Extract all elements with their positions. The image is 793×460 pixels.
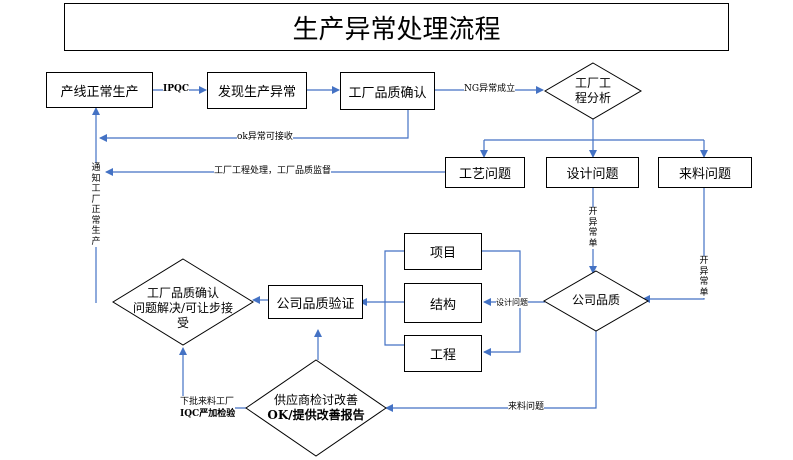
label-open-abnormal-1: 开异常单 [588,207,598,249]
label-ng: NG异常成立 [464,84,516,95]
company-quality-text: 公司品质 [571,293,620,307]
node-company-verify: 公司品质验证 [268,285,363,319]
label-process-handle: 工厂工程处理，工厂品质监督 [214,166,332,177]
label-open-abnormal-2: 开异常单 [699,256,709,298]
company-quality-diamond [542,270,650,332]
node-factory-confirm: 工厂品质确认 [340,72,435,110]
confirm2-text: 工厂品质确认 问题解决/可让步接 受 [132,286,234,330]
supplier-text: 供应商检讨改善 OK/提供改善报告 [267,393,365,422]
label-ok: ok异常可接收 [237,132,293,143]
supplier-diamond [245,359,387,457]
label-material-issue-small: 来料问题 [508,402,545,413]
label-ipqc: IPQC [163,84,189,95]
node-process-issue: 工艺问题 [445,157,525,188]
confirm2-diamond [112,258,254,346]
node-structure: 结构 [404,283,482,323]
page-title: 生产异常处理流程 [64,3,729,51]
node-normal-production: 产线正常生产 [46,72,153,108]
analysis-text: 工厂工 程分析 [574,76,611,105]
analysis-diamond [544,62,642,120]
label-next-batch: 下批来料工厂 IQC严加检验 [180,396,236,420]
node-found-abnormal: 发现生产异常 [207,72,307,109]
node-material-issue: 来料问题 [658,157,752,188]
node-engineering: 工程 [404,335,482,372]
label-notify: 通知工厂正常生产 [91,163,101,247]
node-item: 项目 [404,233,482,270]
node-design-issue: 设计问题 [546,157,639,188]
label-design-issue-small: 设计问题 [496,297,528,308]
